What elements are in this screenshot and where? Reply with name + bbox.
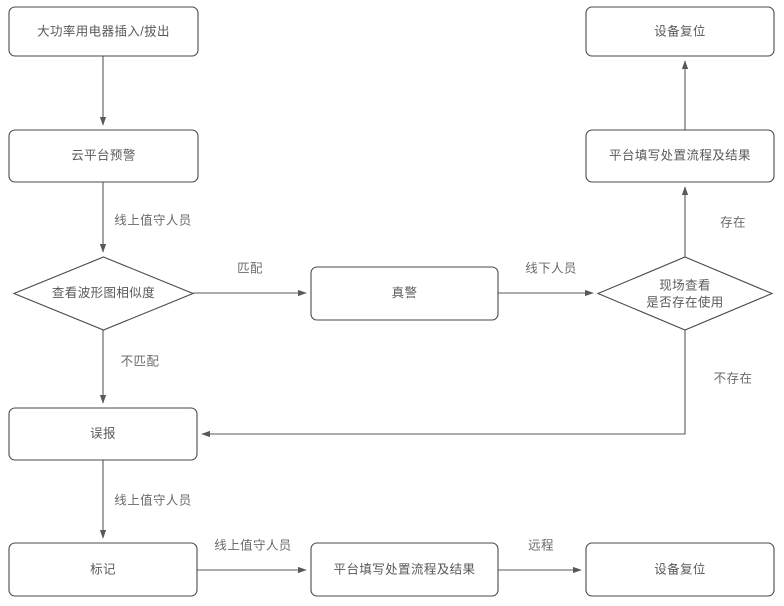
node-device-reset-upper[interactable]: 设备复位 — [585, 6, 775, 57]
edge-label-n3-n8: 不匹配 — [121, 354, 160, 368]
node-cloud-platform-alert-shape[interactable] — [8, 129, 199, 183]
edge-label-n9-n10: 线上值守人员 — [214, 537, 291, 552]
node-power-appliance-plug-label: 大功率用电器插入/拔出 — [37, 23, 170, 38]
node-mark[interactable]: 标记 — [8, 542, 198, 597]
node-device-reset-lower-shape[interactable] — [585, 542, 775, 597]
node-platform-record-process-lower-shape[interactable] — [310, 542, 499, 597]
node-true-alarm-label: 真警 — [392, 285, 418, 300]
edge-n8-n9: 线上值守人员 — [99, 460, 191, 539]
node-check-waveform-similarity[interactable]: 查看波形图相似度 — [12, 256, 195, 331]
node-platform-record-process-lower-label: 平台填写处置流程及结果 — [334, 561, 476, 576]
edge-n10-n11: 远程 — [498, 537, 582, 574]
edge-n9-n10: 线上值守人员 — [197, 537, 307, 574]
node-platform-record-process-upper-shape[interactable] — [585, 129, 775, 183]
node-power-appliance-plug-shape[interactable] — [8, 6, 199, 57]
edge-n3-n8: 不匹配 — [99, 330, 160, 404]
node-power-appliance-plug[interactable]: 大功率用电器插入/拔出 — [8, 6, 199, 57]
node-true-alarm-shape[interactable] — [310, 266, 499, 321]
node-onsite-check-usage-shape[interactable] — [596, 256, 774, 331]
edge-label-n10-n11: 远程 — [528, 537, 554, 552]
node-onsite-check-usage[interactable]: 现场查看 是否存在使用 — [596, 256, 774, 331]
node-device-reset-lower[interactable]: 设备复位 — [585, 542, 775, 597]
edge-label-n8-n9: 线上值守人员 — [114, 492, 191, 507]
node-device-reset-upper-label: 设备复位 — [654, 23, 706, 38]
node-platform-record-process-upper-label: 平台填写处置流程及结果 — [609, 147, 751, 162]
edge-label-n3-n4: 匹配 — [237, 261, 263, 275]
node-check-waveform-similarity-shape[interactable] — [12, 256, 195, 331]
edge-n3-n4: 匹配 — [193, 261, 307, 297]
node-onsite-check-usage-label-line1: 现场查看 — [659, 278, 711, 292]
edge-n5-n6: 存在 — [681, 186, 746, 257]
node-mark-label: 标记 — [90, 562, 116, 576]
node-check-waveform-similarity-label: 查看波形图相似度 — [52, 285, 155, 300]
edge-label-n2-n3: 线上值守人员 — [114, 212, 191, 227]
node-device-reset-upper-shape[interactable] — [585, 6, 775, 57]
edge-label-n5-n8: 不存在 — [714, 371, 753, 385]
node-false-alarm[interactable]: 误报 — [8, 407, 198, 461]
node-platform-record-process-upper[interactable]: 平台填写处置流程及结果 — [585, 129, 775, 183]
edge-layer: 线上值守人员 匹配 不匹配 线下人员 存在 — [99, 56, 753, 574]
edge-n4-n5: 线下人员 — [498, 261, 594, 297]
edge-n2-n3: 线上值守人员 — [99, 182, 191, 253]
edge-label-n4-n5: 线下人员 — [525, 261, 577, 275]
edge-label-n5-n6: 存在 — [720, 215, 746, 229]
node-device-reset-lower-label: 设备复位 — [654, 561, 706, 576]
node-cloud-platform-alert[interactable]: 云平台预警 — [8, 129, 199, 183]
node-platform-record-process-lower[interactable]: 平台填写处置流程及结果 — [310, 542, 499, 597]
node-false-alarm-label: 误报 — [90, 425, 116, 440]
node-true-alarm[interactable]: 真警 — [310, 266, 499, 321]
node-cloud-platform-alert-label: 云平台预警 — [71, 147, 136, 162]
node-onsite-check-usage-label-line2: 是否存在使用 — [646, 294, 723, 309]
node-mark-shape[interactable] — [8, 542, 198, 597]
node-false-alarm-shape[interactable] — [8, 407, 198, 461]
node-layer: 大功率用电器插入/拔出 云平台预警 查看波形图相似度 真警 现场查看 是 — [8, 6, 775, 597]
edge-n5-n8: 不存在 — [201, 329, 753, 438]
